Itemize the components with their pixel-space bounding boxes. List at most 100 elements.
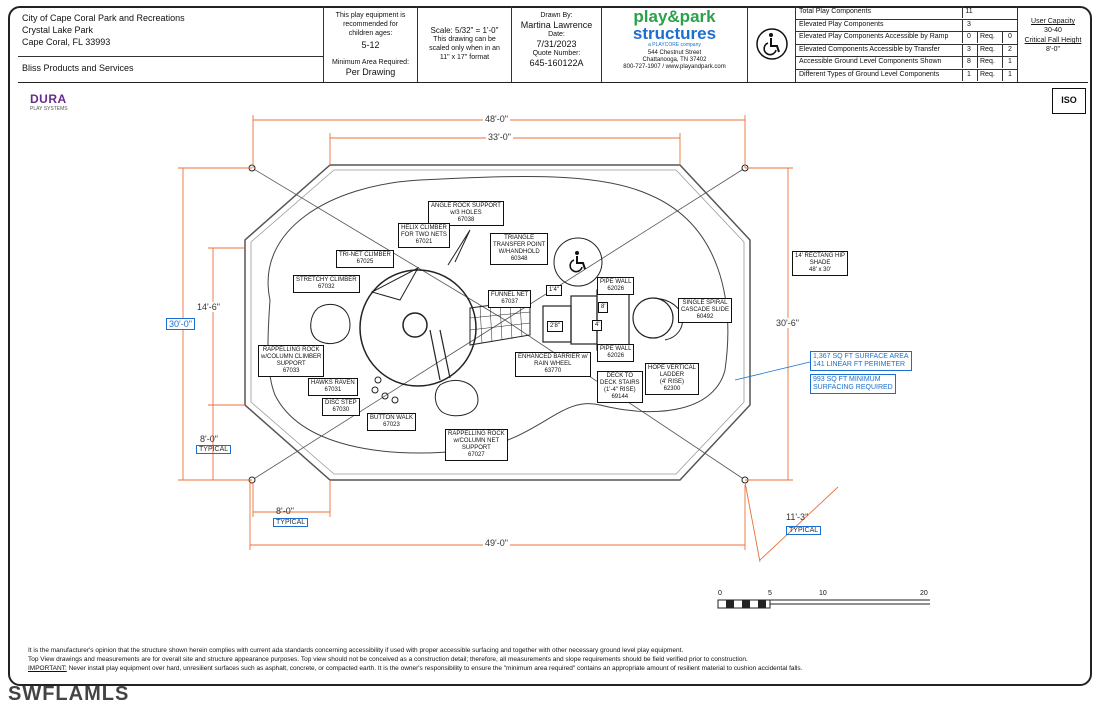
deck-mark-4: 8' [598,302,609,313]
date-value: 7/31/2023 [536,39,577,49]
dim-top-outer: 48'-0" [483,114,510,124]
dealer-name: Bliss Products and Services [22,63,134,73]
dura-logo-sub: PLAY SYSTEMS [30,106,68,112]
play-structure [310,229,683,417]
spiral-slide [632,297,674,339]
dim-right: 30'-6" [774,318,801,328]
scale-tick-10: 10 [819,590,827,597]
component-value: 3 [962,43,975,56]
footer-line2: Top View drawings and measurements are f… [28,656,748,663]
component-value: 8 [962,56,975,69]
label-button-walk: BUTTON WALK 67023 [367,413,417,431]
component-label: Elevated Components Accessible by Transf… [799,45,940,53]
component-row: Elevated Components Accessible by Transf… [796,43,1018,58]
client-line2: Crystal Lake Park [22,25,94,35]
deck-mark-2: 2'8" [547,321,563,332]
shade-canopy-inner [250,169,745,475]
scale-text: Scale: 5/32" = 1'-0" [430,26,499,35]
dim-top-inner: 33'-0" [486,132,513,142]
helix-climber-frame [359,269,477,387]
brand-line1: play&park [633,7,716,26]
component-req-value: 0 [1002,31,1017,44]
label-hope-vertical-ladder: HOPE VERTICAL LADDER (4' RISE) 62300 [645,363,699,395]
accessibility-cell [748,6,796,82]
quote-value: 645-160122A [529,58,584,68]
label-pipe-wall-bottom: PIPE WALL 62026 [597,344,635,362]
component-row: Different Types of Ground Level Componen… [796,69,1018,82]
watermark: SWFLAMLS [8,683,130,705]
drawing-sheet [8,6,1092,686]
component-req-label: Req. [977,56,1002,69]
contact-line: 800-727-1907 / www.playandpark.com [623,64,726,70]
component-value: 0 [962,31,975,44]
ages-text: This play equipment is recommended for c… [335,12,406,37]
label-funnel-net: FUNNEL NET 67037 [488,290,532,308]
label-rappelling-rock-column-net: RAPPELLING ROCK w/COLUMN NET SUPPORT 670… [445,429,508,461]
label-angle-rock-support: ANGLE ROCK SUPPORT w/3 HOLES 67038 [428,201,504,226]
brand-cell: play&park structures a PLAYCORE company … [602,6,748,82]
title-block: City of Cape Coral Park and Recreations … [18,6,1088,82]
component-label: Elevated Play Components [799,20,884,28]
component-req-value: 1 [1002,69,1017,81]
brand-sub: a PLAYCORE company [648,42,701,48]
client-line1: City of Cape Coral Park and Recreations [22,13,185,23]
shade-cables [251,167,746,481]
fall-height-value: 8'-0" [1046,46,1060,53]
min-area-label: Minimum Area Required: [331,59,410,66]
component-req-value: 2 [1002,43,1017,56]
fall-height-label: Critical Fall Height [1024,37,1082,44]
dim-corner-left-top: 8'-0" [200,434,218,444]
dim-left-inner: 14'-6" [197,302,220,312]
scale-tick-20: 20 [920,590,928,597]
label-disc-step: DISC STEP 67030 [322,398,360,416]
dim-typical-left: TYPICAL [196,445,232,454]
deck-mark-1: 1'4" [546,285,562,296]
component-value: 11 [962,6,975,18]
label-spiral-slide: SINGLE SPIRAL CASCADE SLIDE 60492 [678,298,733,323]
date-label: Date: [548,31,565,38]
label-enhanced-barrier: ENHANCED BARRIER w/ RAIN WHEEL 63770 [515,352,591,377]
label-pipe-wall-top: PIPE WALL 62026 [597,277,635,295]
component-row: Total Play Components 11 [796,6,1018,20]
ages-value: 5-12 [361,40,380,50]
min-surfacing-box: 993 SQ FT MINIMUM SURFACING REQUIRED [810,374,896,394]
transfer-area [553,237,603,287]
scale-tick-0: 0 [718,590,722,597]
dim-corner-right: 11'-3" [786,512,809,522]
brand-line2: structures [632,24,717,43]
user-capacity-label: User Capacity [1031,18,1075,25]
button-walk [371,376,399,404]
dim-typical-bottom: TYPICAL [273,518,309,527]
tri-net-climber [370,266,420,301]
footer-line3: Never install play equipment over hard, … [68,665,803,672]
angle-rock-support [447,229,471,266]
component-label: Elevated Play Components Accessible by R… [799,33,949,41]
label-hawks-raven: HAWKS RAVEN 67031 [308,378,358,396]
label-triangle-transfer: TRIANGLE TRANSFER POINT W/HANDHOLD 60348 [490,233,549,265]
scale-note: This drawing can be scaled only when in … [429,36,500,61]
component-req-label: Req. [977,69,1002,81]
component-req-label: Req. [977,31,1002,44]
dura-logo-text: DURA [30,92,67,106]
component-label: Total Play Components [799,8,871,15]
shade-canopy-outline [244,164,751,481]
component-row: Accessible Ground Level Components Shown… [796,56,1018,70]
wheelchair-symbol-icon [569,251,586,273]
component-req-label: Req. [977,43,1002,56]
footer-important-label: IMPORTANT: [28,665,67,672]
deck-mark-3: 4' [592,320,603,331]
drawn-by-label: Drawn By: [540,12,573,19]
label-helix-climber: HELIX CLIMBER FOR TWO NETS 67021 [398,223,450,248]
wheelchair-icon [755,28,788,60]
center-column [402,312,428,338]
scale-bar [717,599,930,609]
ages-cell: This play equipment is recommended for c… [324,6,418,82]
drawn-by-value: Martina Lawrence [520,20,593,30]
use-zone [267,175,729,454]
surface-area-box: 1,367 SQ FT SURFACE AREA 141 LINEAR FT P… [810,351,912,371]
min-area-value: Per Drawing [345,67,396,77]
iso-badge: ISO [1052,88,1086,114]
